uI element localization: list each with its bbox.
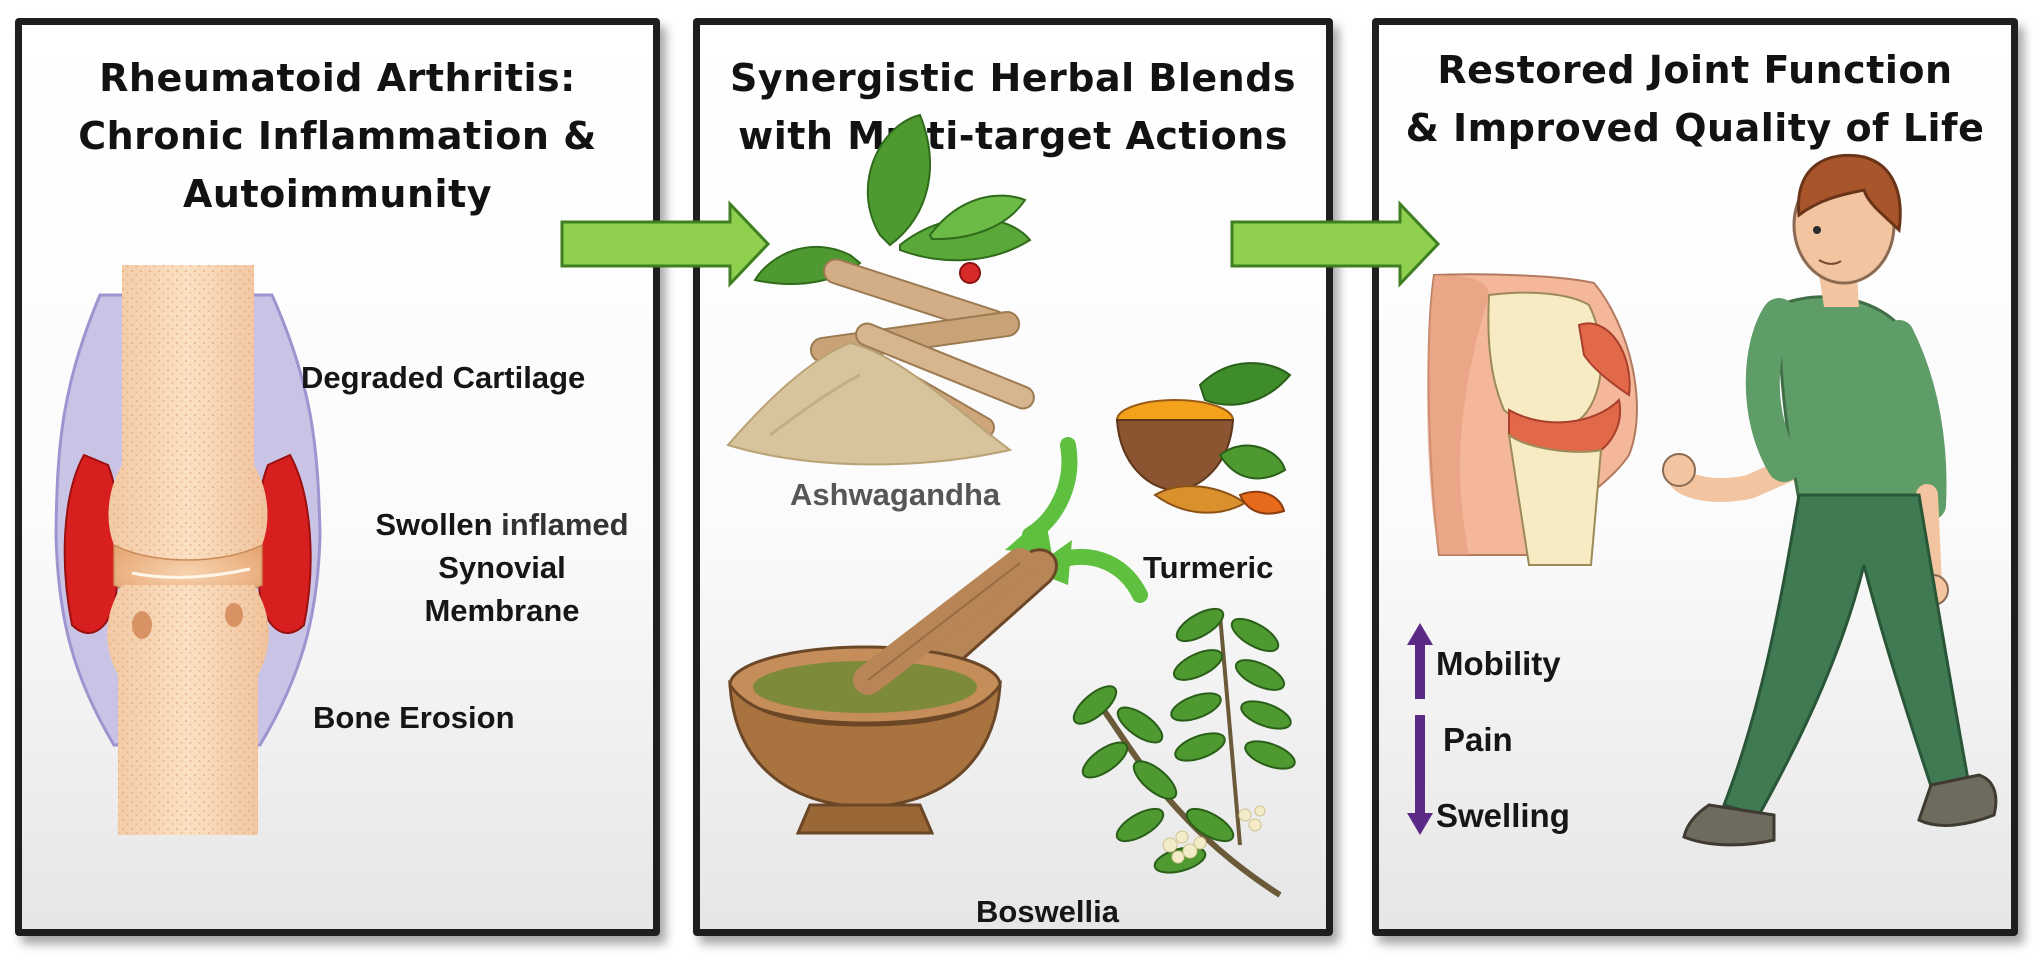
- panel-restored-joint-function: Restored Joint Function & Improved Quali…: [1372, 18, 2018, 936]
- label-pain: Pain: [1443, 721, 1513, 758]
- panel-title: Rheumatoid Arthritis: Chronic Inflammati…: [22, 49, 653, 223]
- title-line: with Multi-target Actions: [738, 114, 1288, 158]
- label-boswellia: Boswellia: [976, 894, 1119, 929]
- label-membrane: Membrane: [424, 593, 580, 628]
- title-line: Restored Joint Function: [1437, 48, 1953, 92]
- label-turmeric: Turmeric: [1143, 550, 1274, 585]
- title-line: Autoimmunity: [182, 172, 493, 216]
- label-degraded-cartilage: Degraded Cartilage: [301, 360, 586, 395]
- restored-function-illustration: [1407, 153, 1998, 847]
- bone-erosion-spot: [225, 603, 243, 627]
- inflamed-joint-illustration: [54, 265, 322, 835]
- bone-erosion-spot: [132, 611, 152, 639]
- title-line: Synergistic Herbal Blends: [729, 56, 1297, 100]
- walking-person: [1662, 153, 1998, 847]
- title-line: Chronic Inflammation &: [78, 114, 597, 158]
- panel-rheumatoid-arthritis: Rheumatoid Arthritis: Chronic Inflammati…: [15, 18, 660, 936]
- panel-title: Synergistic Herbal Blends with Multi-tar…: [700, 49, 1326, 165]
- flow-arrow-right-icon: [560, 200, 770, 288]
- label-synovial: Synovial: [438, 550, 566, 585]
- inflamed-membrane-left: [63, 453, 121, 635]
- label-swollen: Swollen: [375, 507, 493, 542]
- label-ashwagandha: Ashwagandha: [790, 477, 1001, 512]
- label-bone-erosion: Bone Erosion: [313, 700, 515, 735]
- turmeric-bowl: [1115, 362, 1292, 515]
- down-arrow-icon: [1407, 715, 1433, 835]
- up-arrow-icon: [1407, 623, 1433, 699]
- boswellia-branch: [1072, 607, 1296, 898]
- flow-arrow-right-icon: [1230, 200, 1440, 288]
- title-line: & Improved Quality of Life: [1405, 106, 1985, 150]
- label-synovial-membrane: Swollen inflamed Synovial Membrane: [342, 503, 653, 632]
- ashwagandha-plant: [726, 113, 1035, 466]
- panel-herbal-blends: Synergistic Herbal Blends with Multi-tar…: [693, 18, 1333, 936]
- herbal-illustration: [726, 113, 1296, 898]
- label-mobility: Mobility: [1436, 645, 1561, 682]
- label-inflamed: inflamed: [501, 507, 629, 542]
- title-line: Rheumatoid Arthritis:: [99, 56, 576, 100]
- label-swelling: Swelling: [1436, 797, 1570, 834]
- mortar-and-pestle: [728, 548, 1058, 835]
- panel-title: Restored Joint Function & Improved Quali…: [1379, 41, 2011, 157]
- healthy-knee: [1427, 273, 1638, 566]
